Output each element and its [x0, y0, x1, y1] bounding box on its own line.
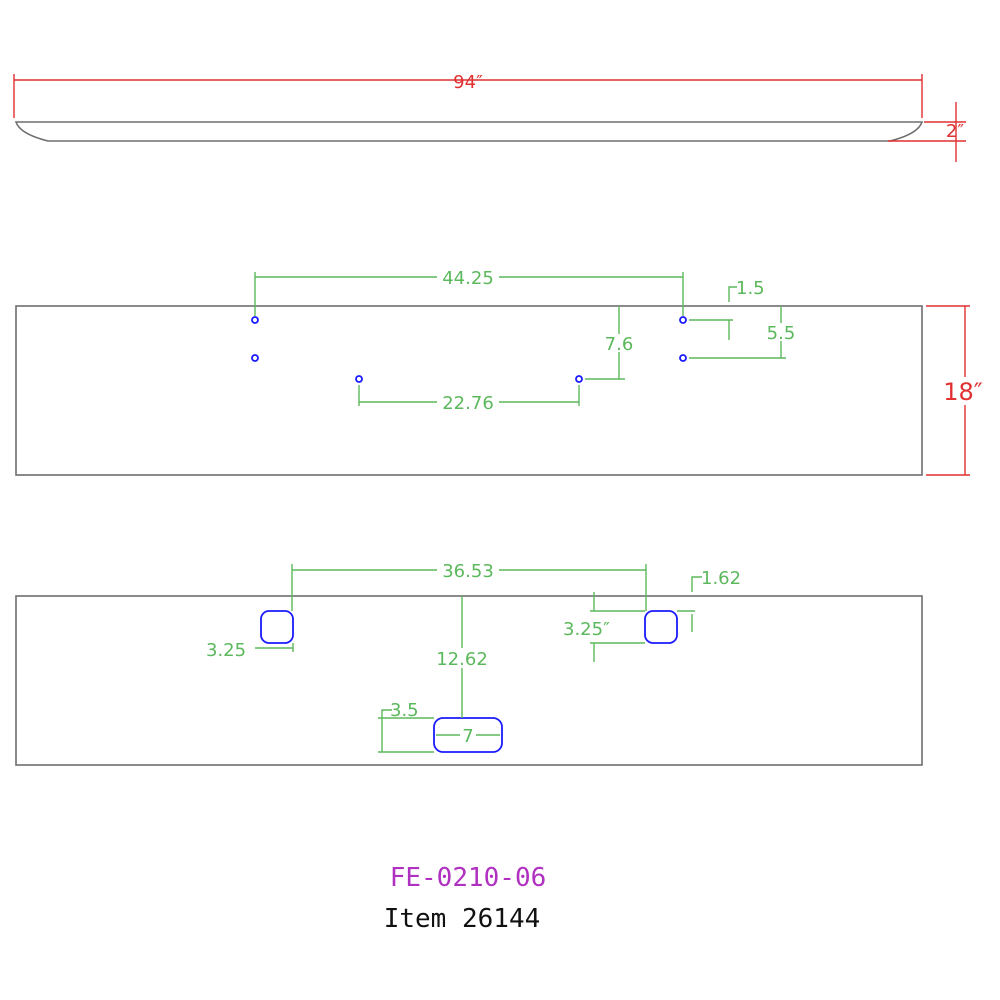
dim-1-5-leader — [728, 286, 737, 302]
bumper-top-outline — [14, 121, 924, 142]
front-view: 44.25 22.76 7.6 1.5 5.5 18″ — [15, 268, 986, 476]
top-view: 94″ 2″ — [13, 72, 966, 162]
bolt-hole-lower-right — [679, 354, 687, 362]
front-face-outline — [15, 305, 923, 476]
height-label: 18″ — [943, 378, 983, 406]
item-number: Item 26144 — [384, 904, 541, 934]
dim-3-5-label: 3.5 — [390, 700, 419, 721]
dim-5-5-label-bg — [765, 323, 799, 341]
dim-5-5-label: 5.5 — [767, 323, 796, 344]
bolt-hole-upper-left — [251, 316, 259, 324]
dim-22-label: 22.76 — [442, 393, 494, 414]
title-block: FE-0210-06 Item 26144 — [384, 863, 547, 934]
rear-view: 36.53 3.25 3.25″ 1.62 12.62 3.5 7 — [15, 561, 923, 766]
center-slot — [433, 717, 503, 753]
dim-3-25-left-label: 3.25 — [206, 640, 246, 661]
dim-7-6-label-bg — [602, 334, 636, 352]
right-slot — [644, 610, 678, 644]
dim-12-62-label: 12.62 — [436, 649, 488, 670]
depth-label: 2″ — [946, 121, 964, 142]
dim-3-25-right-label: 3.25″ — [563, 619, 610, 640]
dim-1-62-leader — [691, 576, 702, 592]
dim-7-label-bg — [460, 725, 476, 745]
bolt-hole-upper-right — [679, 316, 687, 324]
dim-44-label: 44.25 — [442, 268, 494, 289]
bolt-hole-center-left — [355, 375, 363, 383]
left-slot — [260, 610, 294, 644]
length-label: 94″ — [453, 72, 483, 93]
dim-22-label-bg — [437, 393, 499, 411]
height-label-bg — [942, 377, 986, 405]
bolt-hole-lower-left — [251, 354, 259, 362]
bolt-hole-center-right — [575, 375, 583, 383]
dim-1-62-label: 1.62 — [701, 568, 741, 589]
dim-7-6-label: 7.6 — [605, 334, 634, 355]
dim-1-5-label: 1.5 — [736, 278, 765, 299]
dim-44-label-bg — [437, 268, 499, 286]
rear-face-outline — [15, 595, 923, 766]
dim-3-5-leader — [381, 709, 392, 752]
dim-12-62-label-bg — [433, 648, 493, 668]
dim-36-label-bg — [437, 561, 499, 579]
dim-36-label: 36.53 — [442, 561, 494, 582]
dim-7-label: 7 — [462, 726, 473, 747]
part-number: FE-0210-06 — [390, 863, 547, 893]
